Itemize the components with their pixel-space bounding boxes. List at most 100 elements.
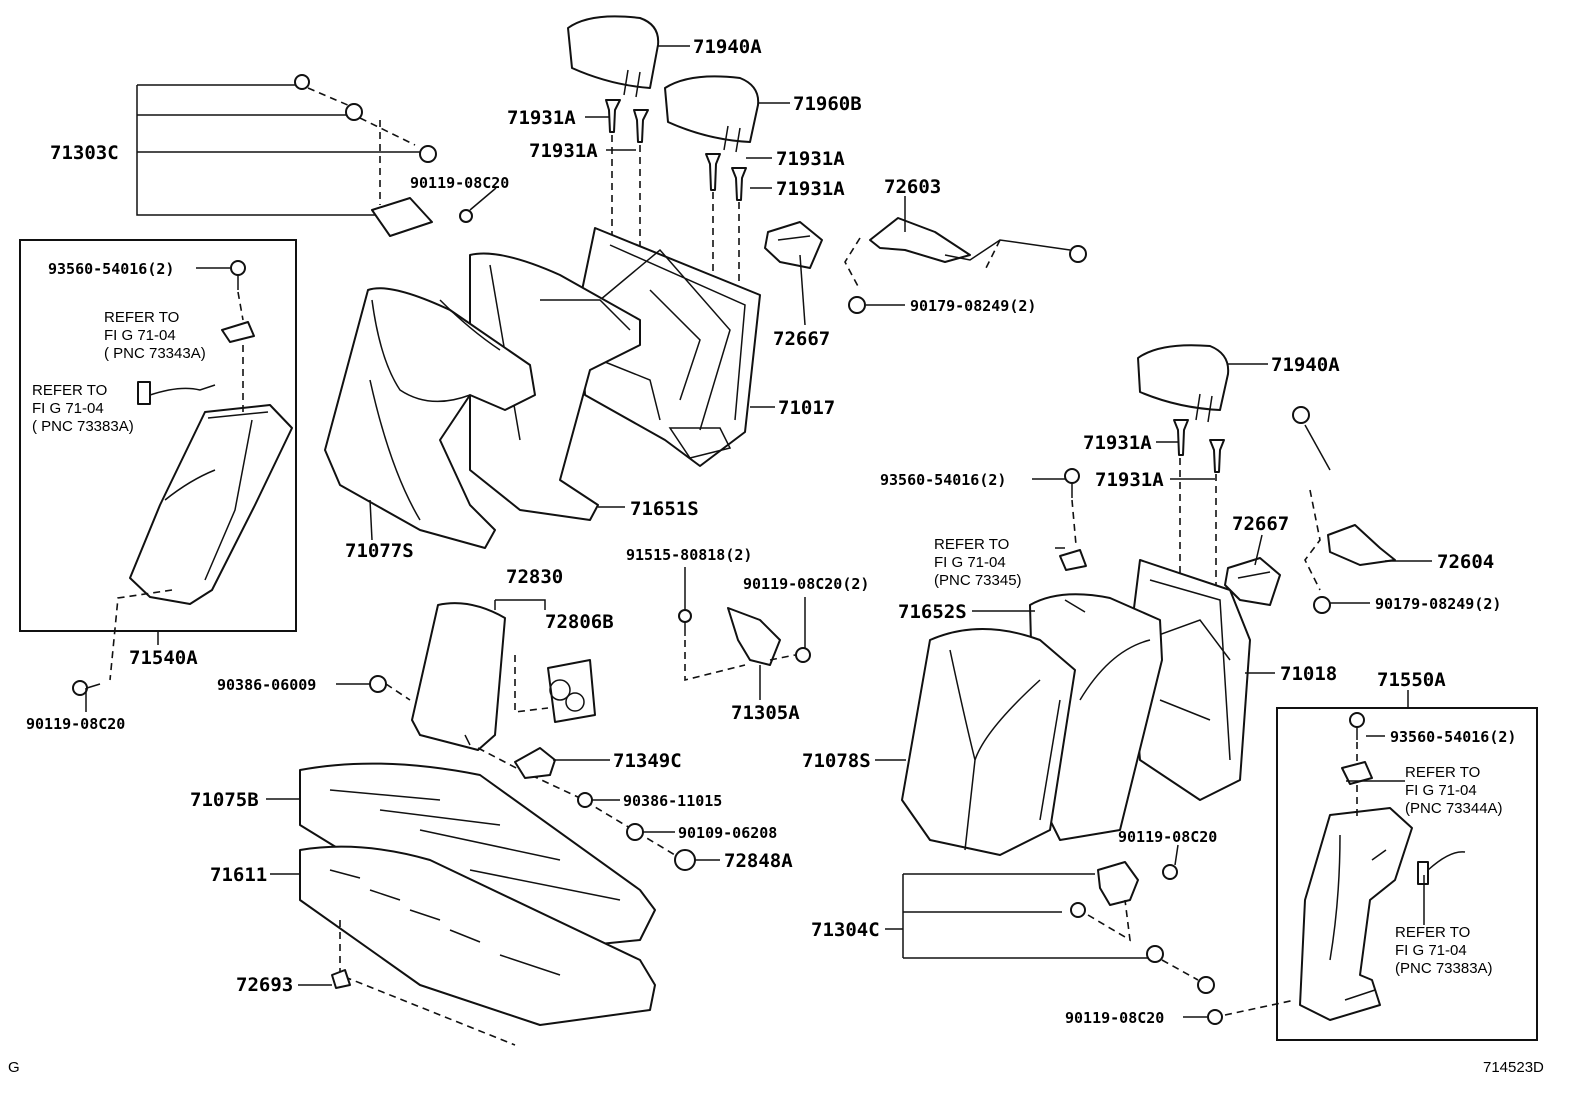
label-90386-11015: 90386-11015 bbox=[623, 792, 722, 810]
nut-right bbox=[1197, 976, 1215, 994]
seatback-pad-71651S bbox=[469, 252, 641, 521]
svg-text:FI G 71-04: FI G 71-04 bbox=[1405, 782, 1477, 799]
label-90119-08C20-e: 90119-08C20 bbox=[1065, 1009, 1164, 1027]
bolt-71303C bbox=[419, 145, 437, 163]
label-90119-08C20-c: 90119-08C20 bbox=[26, 715, 125, 733]
clip-right-inset bbox=[1341, 761, 1373, 785]
bolt-90119-e bbox=[1207, 999, 1296, 1025]
hinge-71305A bbox=[678, 607, 811, 666]
dash-71305A bbox=[684, 640, 796, 682]
label-71304C: 71304C bbox=[811, 919, 880, 941]
nut-top bbox=[294, 74, 310, 90]
svg-text:FI G 71-04: FI G 71-04 bbox=[104, 327, 176, 344]
dash-71304C bbox=[1087, 899, 1199, 981]
harness-left-inset bbox=[137, 381, 216, 405]
bolt-90119-d bbox=[1162, 864, 1178, 880]
label-91515-80818: 91515-80818(2) bbox=[626, 546, 752, 564]
label-71931A-d: 71931A bbox=[776, 178, 845, 200]
bolt-90386-06009 bbox=[369, 675, 387, 693]
bolt-93560-left bbox=[230, 260, 246, 290]
label-71077S: 71077S bbox=[345, 540, 414, 562]
svg-text:FI G 71-04: FI G 71-04 bbox=[934, 554, 1006, 571]
clip-center bbox=[1059, 549, 1087, 571]
label-93560-54016-a: 93560-54016(2) bbox=[48, 260, 174, 278]
bolt-93560-right bbox=[1349, 712, 1365, 740]
label-71940A-a: 71940A bbox=[693, 36, 762, 58]
label-72693: 72693 bbox=[236, 974, 293, 996]
label-90386-06009: 90386-06009 bbox=[217, 676, 316, 694]
label-71652S: 71652S bbox=[898, 601, 967, 623]
svg-text:(PNC 73345): (PNC 73345) bbox=[934, 572, 1022, 589]
headrest-71960B bbox=[664, 75, 760, 153]
bracket-71303C bbox=[136, 84, 420, 216]
bolt-90109-06208 bbox=[626, 823, 644, 841]
harness-right-inset bbox=[1417, 851, 1466, 885]
dash-90386 bbox=[385, 683, 411, 701]
svg-text:( PNC 73383A): ( PNC 73383A) bbox=[32, 418, 134, 435]
label-71540A: 71540A bbox=[129, 647, 198, 669]
bracket-71304C bbox=[902, 873, 1148, 959]
dash-71303C bbox=[307, 87, 416, 205]
cover-72667-b bbox=[1224, 557, 1281, 606]
washer-right bbox=[1146, 945, 1164, 963]
label-90179-08249-b: 90179-08249(2) bbox=[1375, 595, 1501, 613]
label-90179-08249-a: 90179-08249(2) bbox=[910, 297, 1036, 315]
label-72830: 72830 bbox=[506, 566, 563, 588]
label-71078S: 71078S bbox=[802, 750, 871, 772]
label-71931A-b: 71931A bbox=[529, 140, 598, 162]
label-90119-08C20-b: 90119-08C20(2) bbox=[743, 575, 869, 593]
seat-cover-71075B bbox=[299, 762, 656, 949]
label-71550A: 71550A bbox=[1377, 669, 1446, 691]
cupholder-72806B bbox=[547, 659, 596, 723]
label-72603: 72603 bbox=[884, 176, 941, 198]
label-71651S: 71651S bbox=[630, 498, 699, 520]
label-71960B: 71960B bbox=[793, 93, 862, 115]
nut-90179-a bbox=[848, 296, 866, 314]
label-71931A-e: 71931A bbox=[1083, 432, 1152, 454]
leader-lines bbox=[85, 45, 1432, 1018]
label-90119-08C20-a: 90119-08C20 bbox=[410, 174, 509, 192]
nut-90179-b bbox=[1313, 596, 1331, 614]
dash-72806B bbox=[514, 655, 549, 713]
bolt-93560-center bbox=[1064, 468, 1080, 498]
label-71305A: 71305A bbox=[731, 702, 800, 724]
figure-number: 714523D bbox=[1483, 1059, 1544, 1076]
label-72604: 72604 bbox=[1437, 551, 1494, 573]
bracket-71349C bbox=[514, 747, 556, 779]
headrest-71940A-b bbox=[1137, 344, 1230, 423]
hinge-bracket-left bbox=[371, 197, 433, 237]
seatback-cover-71078S bbox=[901, 628, 1076, 856]
bolt-71304C bbox=[1070, 902, 1086, 918]
svg-text:REFER TO: REFER TO bbox=[104, 309, 179, 326]
refer-note-4: REFER TO FI G 71-04 (PNC 73344A) bbox=[1405, 764, 1503, 817]
side-trim-right bbox=[1299, 807, 1413, 1021]
svg-text:(PNC 73344A): (PNC 73344A) bbox=[1405, 800, 1503, 817]
hinge-bracket-right bbox=[1097, 861, 1139, 906]
svg-text:(PNC 73383A): (PNC 73383A) bbox=[1395, 960, 1493, 977]
label-93560-54016-b: 93560-54016(2) bbox=[880, 471, 1006, 489]
svg-text:( PNC 73343A): ( PNC 73343A) bbox=[104, 345, 206, 362]
part-labels: 71940A 71960B 71931A 71931A 71931A 71931… bbox=[26, 36, 1516, 1027]
lock-72603 bbox=[869, 217, 1087, 263]
dash-93560-center bbox=[1071, 499, 1077, 546]
svg-text:REFER TO: REFER TO bbox=[32, 382, 107, 399]
cover-72667-a bbox=[764, 221, 823, 269]
clip-left-inset bbox=[221, 321, 255, 343]
armrest-72830 bbox=[411, 602, 506, 751]
label-72848A: 72848A bbox=[724, 850, 793, 872]
label-71611: 71611 bbox=[210, 864, 267, 886]
cap-72848A bbox=[674, 849, 696, 871]
svg-text:FI G 71-04: FI G 71-04 bbox=[32, 400, 104, 417]
guide-71931A-set2 bbox=[705, 153, 747, 201]
refer-note-5: REFER TO FI G 71-04 (PNC 73383A) bbox=[1395, 924, 1493, 977]
dash-72604 bbox=[1304, 489, 1321, 591]
dash-guides-right bbox=[1179, 458, 1217, 600]
seatback-cover-71077S bbox=[324, 287, 536, 549]
washer bbox=[345, 103, 363, 121]
seatback-frame-71017 bbox=[579, 227, 761, 467]
label-71931A-f: 71931A bbox=[1095, 469, 1164, 491]
label-90119-08C20-d: 90119-08C20 bbox=[1118, 828, 1217, 846]
label-72806B: 72806B bbox=[545, 611, 614, 633]
